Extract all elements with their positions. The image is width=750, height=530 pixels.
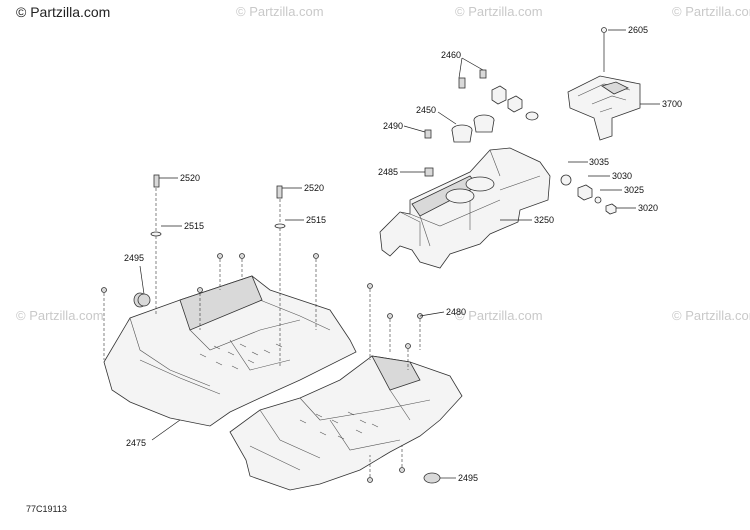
callout-2450: 2450 [416, 105, 436, 115]
callout-2490: 2490 [383, 121, 403, 131]
partzilla-watermark-main: © Partzilla.com [16, 4, 111, 20]
partzilla-watermark: © Partzilla.com [455, 308, 543, 323]
push-rivet-parts[interactable] [101, 253, 423, 483]
console-cover-part[interactable] [567, 75, 641, 141]
floor-panel-right-part[interactable] [229, 355, 463, 491]
partzilla-watermark: © Partzilla.com [672, 308, 750, 323]
console-fasteners[interactable] [424, 27, 617, 215]
callout-2460: 2460 [441, 50, 461, 60]
callout-2475: 2475 [126, 438, 146, 448]
callout-2605: 2605 [628, 25, 648, 35]
callout-2520: 2520 [304, 183, 324, 193]
cup-holder-insert-part[interactable] [451, 114, 495, 143]
callout-3025: 3025 [624, 185, 644, 195]
callout-2495: 2495 [458, 473, 478, 483]
callout-2495: 2495 [124, 253, 144, 263]
callout-leaders [139, 29, 660, 479]
floor-panel-left-part[interactable] [103, 275, 357, 427]
bolt-and-washer-parts[interactable] [150, 174, 286, 366]
partzilla-watermark: © Partzilla.com [455, 4, 543, 19]
callout-2520: 2520 [180, 173, 200, 183]
callout-3035: 3035 [589, 157, 609, 167]
callout-labels: 2605 3700 2460 2450 2490 2485 3035 3030 … [124, 25, 682, 483]
callout-3250: 3250 [534, 215, 554, 225]
partzilla-watermark: © Partzilla.com [16, 308, 104, 323]
center-console-part[interactable] [379, 147, 551, 269]
callout-2480: 2480 [446, 307, 466, 317]
partzilla-watermark: © Partzilla.com [672, 4, 750, 19]
partzilla-watermark: © Partzilla.com [236, 4, 324, 19]
callout-2515: 2515 [184, 221, 204, 231]
callout-2485: 2485 [378, 167, 398, 177]
callout-3030: 3030 [612, 171, 632, 181]
callout-3020: 3020 [638, 203, 658, 213]
figure-code: 77C19113 [26, 504, 67, 514]
callout-2515: 2515 [306, 215, 326, 225]
callout-3700: 3700 [662, 99, 682, 109]
grommet-plug-part[interactable] [423, 472, 441, 484]
grommet-plug-part[interactable] [137, 293, 151, 307]
